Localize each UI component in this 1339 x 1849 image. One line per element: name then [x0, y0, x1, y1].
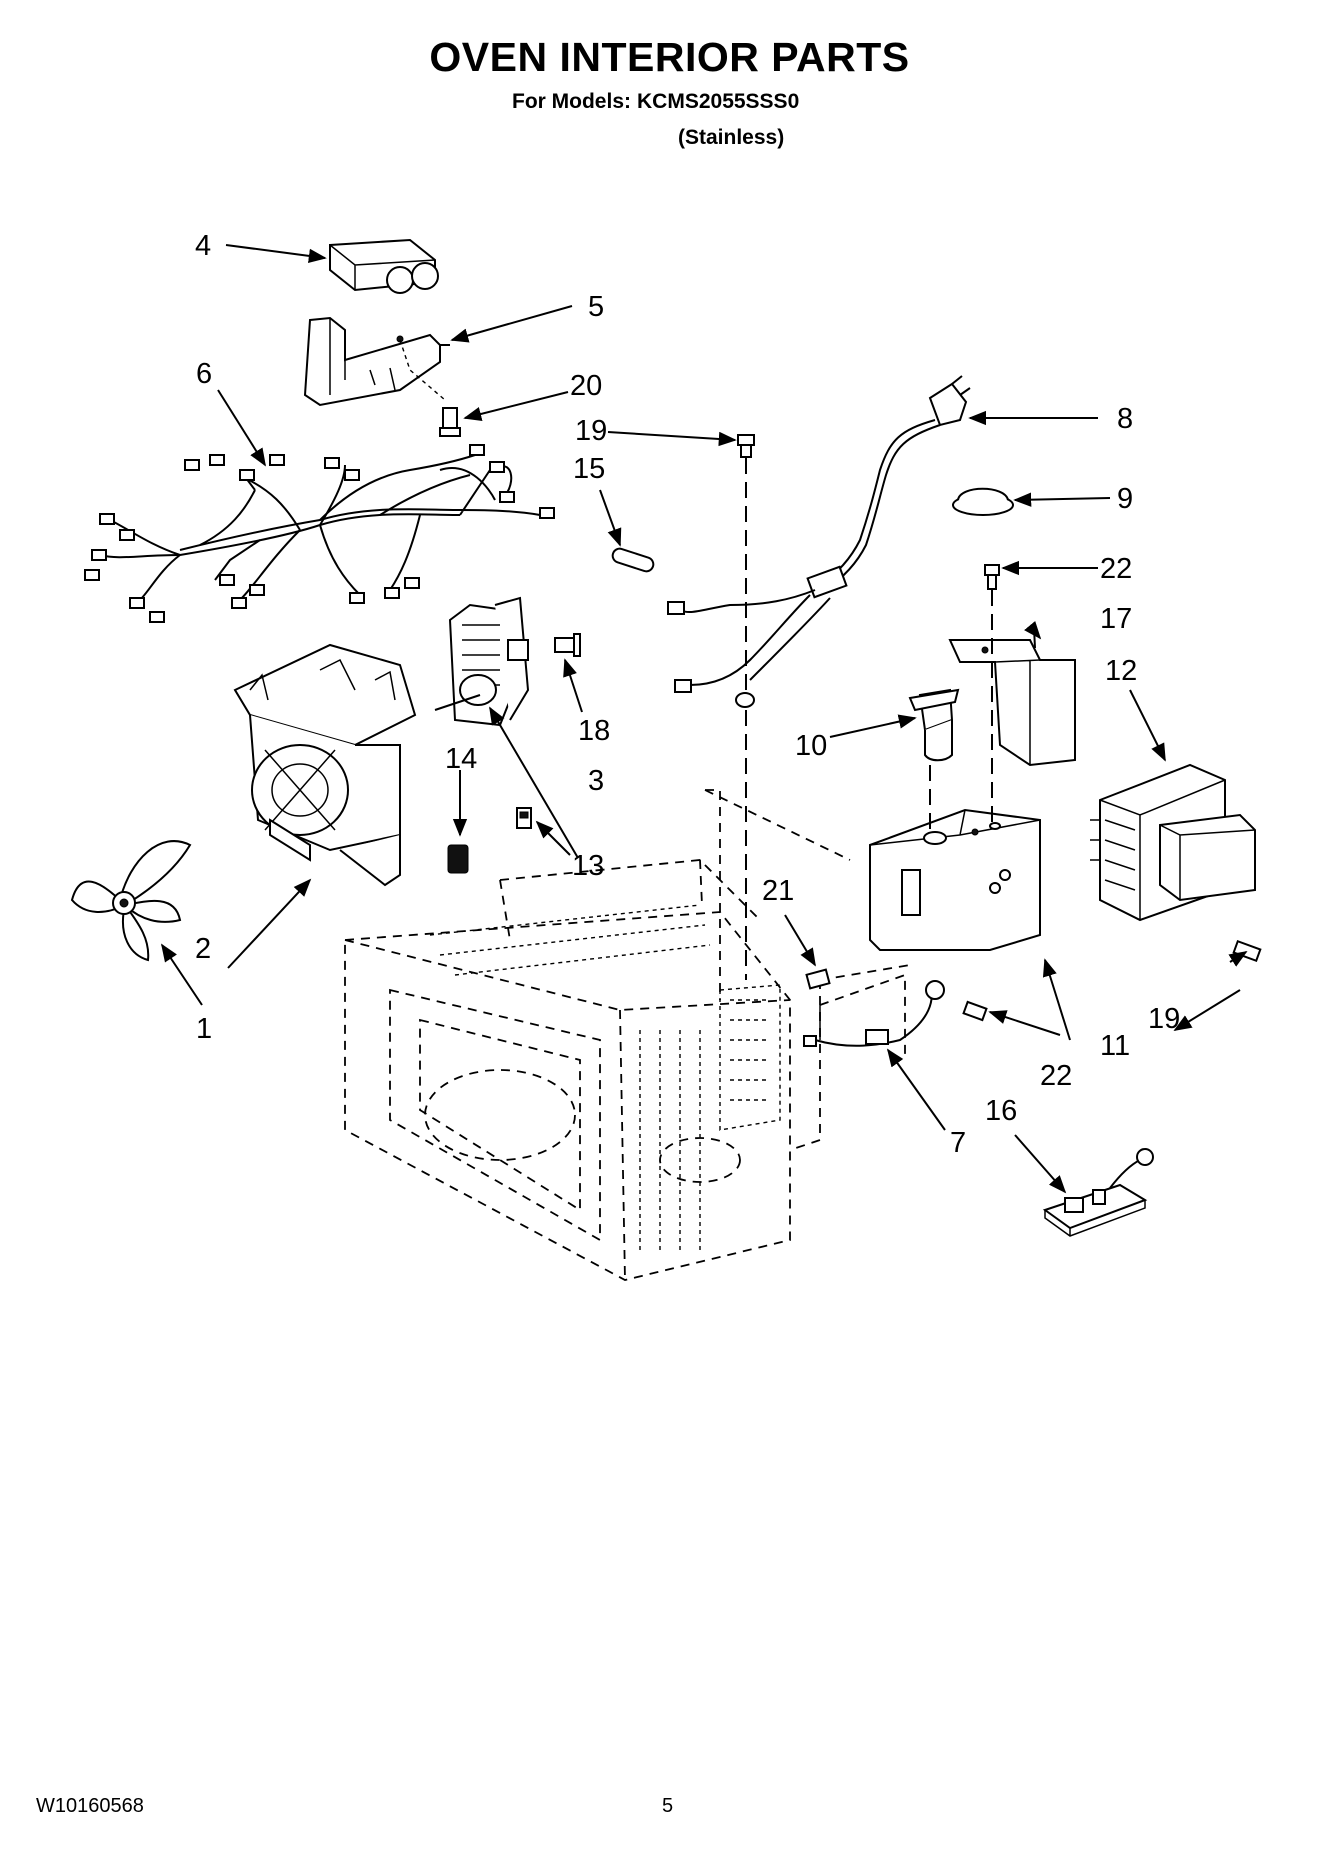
screw-22-top: [984, 564, 1000, 590]
callout-2: 2: [195, 933, 211, 965]
callout-7: 7: [950, 1127, 966, 1159]
callout-17: 17: [1100, 603, 1132, 635]
bracket-part: [948, 639, 1076, 767]
callout-22-bottom: 22: [1040, 1060, 1072, 1092]
capacitor-part: [329, 238, 439, 294]
screw-22-bottom: [962, 1000, 988, 1022]
callout-20: 20: [570, 370, 602, 402]
callout-5: 5: [588, 291, 604, 323]
callout-13: 13: [572, 850, 604, 882]
page-number: 5: [662, 1795, 674, 1817]
small-clip-part: [516, 807, 532, 829]
fan-blade-part: [70, 840, 192, 962]
screw-18: [554, 633, 581, 657]
callout-6: 6: [196, 358, 212, 390]
washer: [735, 692, 755, 708]
oven-cavity-outline: [344, 789, 911, 1281]
capacitor-bracket-part: [303, 316, 450, 407]
callout-19-top: 19: [575, 415, 607, 447]
callout-3: 3: [588, 765, 604, 797]
leader-lines: [161, 244, 1248, 1194]
callout-16: 16: [985, 1095, 1017, 1127]
noise-filter-board-part: [1042, 1148, 1154, 1237]
screw-19-top: [737, 434, 755, 458]
models-label: For Models:: [512, 90, 631, 113]
fuse-part: [611, 547, 655, 573]
magnetron-bracket-part: [869, 808, 1041, 951]
callout-8: 8: [1117, 403, 1133, 435]
callout-15: 15: [573, 453, 605, 485]
wire-harness-part: [84, 444, 555, 623]
callout-11: 11: [1100, 1030, 1130, 1062]
power-cord-part: [667, 375, 971, 693]
callout-9: 9: [1117, 483, 1133, 515]
document-number: W10160568: [36, 1795, 144, 1817]
callout-4: 4: [195, 230, 211, 262]
callout-14: 14: [445, 743, 477, 775]
callout-19-bottom: 19: [1148, 1003, 1180, 1035]
callout-22-top: 22: [1100, 553, 1132, 585]
callout-10: 10: [795, 730, 827, 762]
thermostat-part: [952, 487, 1014, 516]
fan-housing-part: [233, 643, 417, 887]
models-line: For Models: KCMS2055SSS0: [512, 90, 799, 114]
model-number: KCMS2055SSS0: [637, 90, 800, 113]
callout-12: 12: [1105, 655, 1137, 687]
page-title: OVEN INTERIOR PARTS: [429, 34, 910, 80]
fan-motor-part: [434, 596, 530, 727]
filter-pad-part: [447, 844, 469, 874]
magnetron-part: [1090, 763, 1256, 922]
screw-21: [805, 968, 831, 990]
noise-filter-lead-part: [803, 980, 945, 1047]
callout-1: 1: [196, 1013, 212, 1045]
callout-21: 21: [762, 875, 794, 907]
callout-labels: 4 5 6 20 19 15 8 9 22 17 12 10 18 3 14 1…: [195, 230, 1180, 1159]
diode-part: [908, 688, 960, 762]
screw-20: [439, 407, 461, 437]
finish-label: (Stainless): [678, 126, 785, 149]
callout-18: 18: [578, 715, 610, 747]
